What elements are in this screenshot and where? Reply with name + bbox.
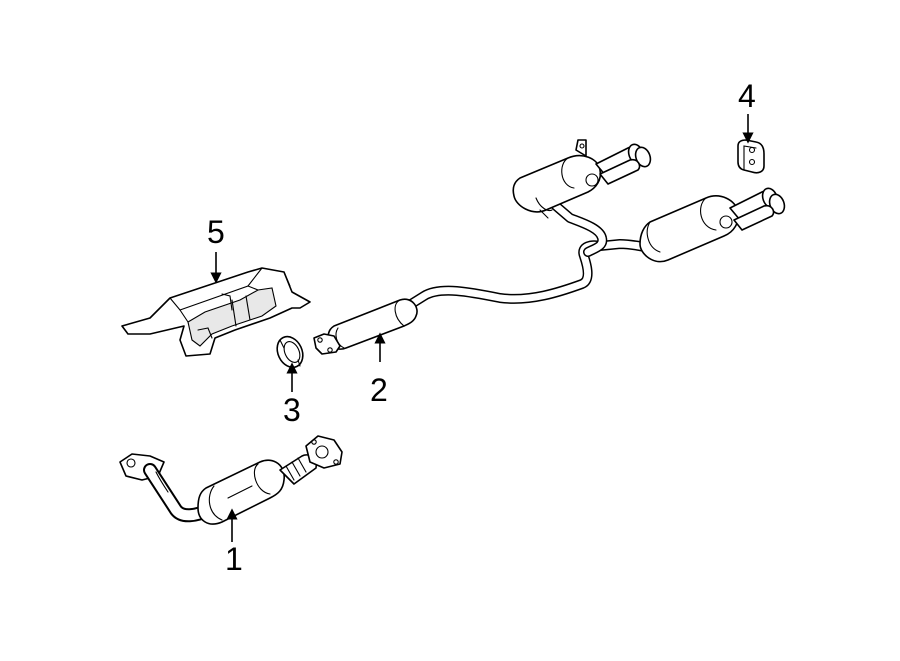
- callout-5: 5: [207, 214, 225, 250]
- callout-2: 2: [370, 372, 388, 408]
- part-4-hanger[interactable]: [737, 139, 765, 174]
- callout-3: 3: [283, 392, 301, 428]
- part-5-heat-shield[interactable]: [121, 267, 311, 357]
- callout-4: 4: [738, 78, 756, 114]
- part-3-gasket[interactable]: [272, 332, 307, 371]
- callout-1: 1: [225, 541, 243, 577]
- part-1-catalytic-converter[interactable]: [119, 435, 343, 525]
- part-2-exhaust-assembly[interactable]: [313, 139, 787, 355]
